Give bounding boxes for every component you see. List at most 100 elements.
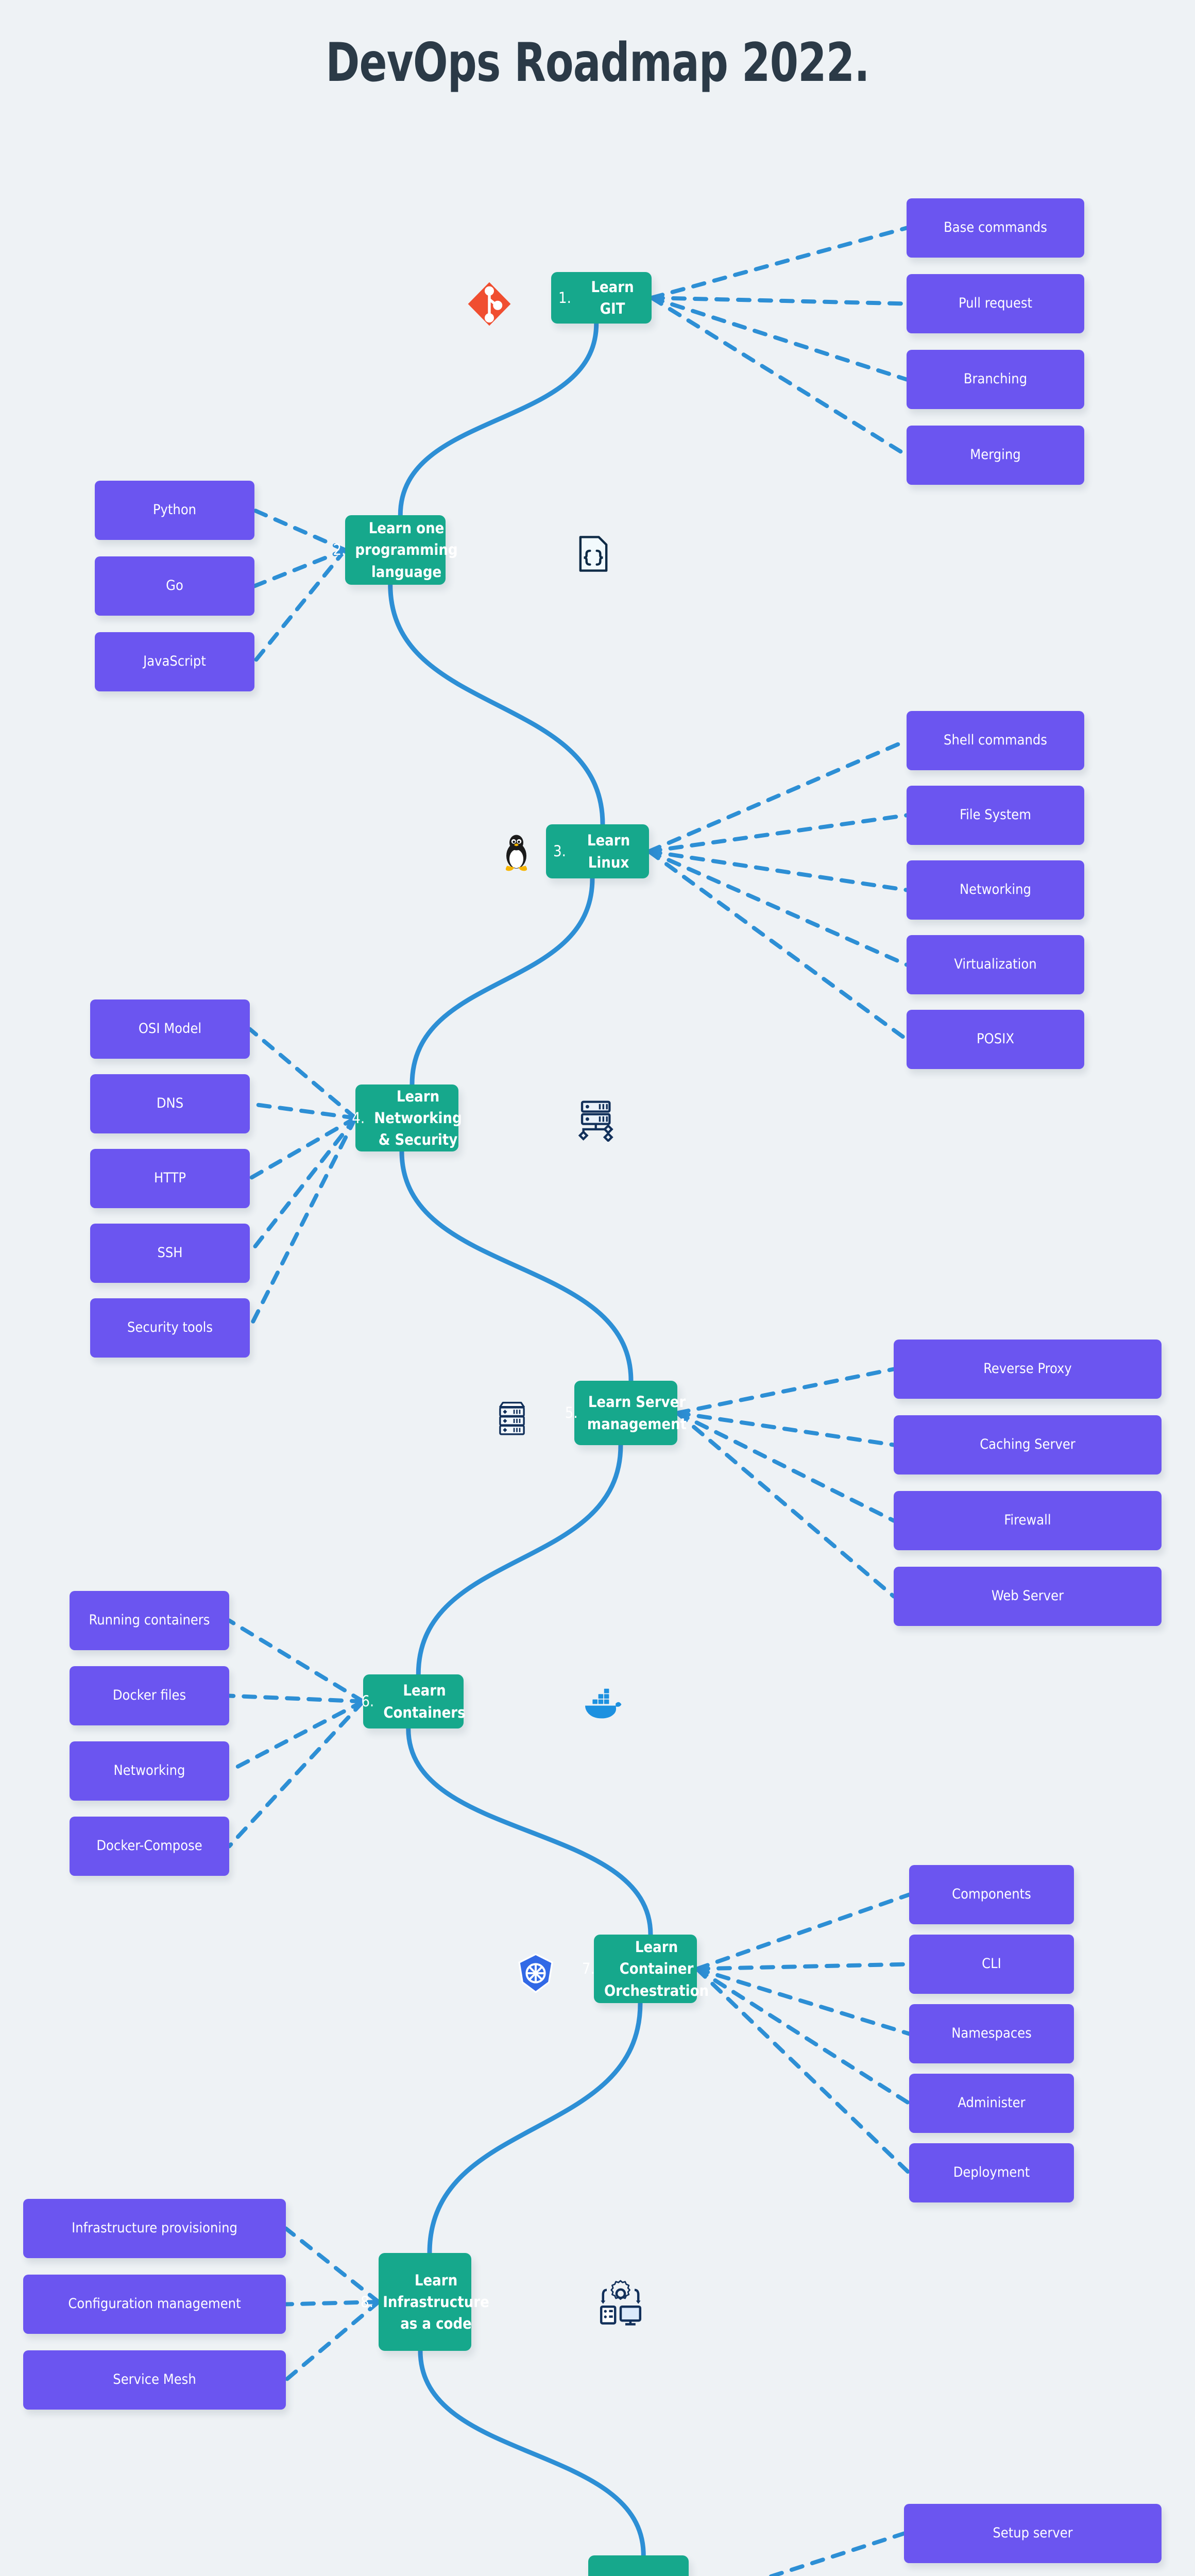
leaf-node[interactable]: Virtualization	[907, 935, 1084, 994]
step-node-3[interactable]: 3. Learn Linux	[546, 824, 649, 878]
leaf-node[interactable]: JavaScript	[95, 632, 254, 691]
step-label: Learn one programming language	[355, 519, 458, 581]
step-node-8[interactable]: 8. Learn Infrastructure as a code	[361, 2253, 489, 2351]
step-number: 8.	[361, 2293, 374, 2311]
leaf-node[interactable]: Docker files	[70, 1666, 229, 1725]
leaf-label: Security tools	[127, 1319, 213, 1336]
leaf-node[interactable]: SSH	[90, 1224, 250, 1283]
leaf-node[interactable]: HTTP	[90, 1149, 250, 1208]
leaf-node[interactable]: Running containers	[70, 1591, 229, 1650]
leaf-node[interactable]: Python	[95, 481, 254, 540]
linux-penguin-icon	[497, 827, 536, 881]
server-rack-icon	[494, 1396, 530, 1443]
leaf-label: Configuration management	[68, 2296, 241, 2312]
leaf-connector	[695, 1967, 911, 2036]
leaf-connector	[647, 849, 909, 1042]
leaf-connector	[650, 296, 909, 306]
leaf-label: Merging	[970, 447, 1021, 463]
leaf-node[interactable]: Security tools	[90, 1298, 250, 1358]
leaf-label: Python	[152, 502, 197, 518]
leaf-connector	[252, 548, 347, 664]
leaf-node[interactable]: Reverse Proxy	[894, 1340, 1162, 1399]
step-node-1[interactable]: 1. Learn GIT	[551, 272, 652, 324]
step-number: 7.	[582, 1960, 595, 1978]
leaf-label: Running containers	[89, 1612, 210, 1629]
step-spine-connector	[388, 582, 605, 827]
leaf-connector	[647, 849, 909, 892]
leaf-label: Docker files	[112, 1687, 186, 1704]
leaf-node[interactable]: DNS	[90, 1074, 250, 1133]
leaf-node[interactable]: POSIX	[907, 1010, 1084, 1069]
step-node-7[interactable]: 7. Learn Container Orchestration	[582, 1935, 709, 2003]
leaf-connector	[227, 1699, 365, 1773]
leaf-node[interactable]: Infrastructure provisioning	[23, 2199, 286, 2258]
code-braces-file-icon	[574, 533, 612, 577]
step-label: Learn Networking & Security	[374, 1087, 462, 1149]
step-label: Learn Container Orchestration	[604, 1938, 709, 1999]
leaf-connector	[765, 2531, 906, 2576]
leaf-connector	[675, 1411, 896, 1523]
leaf-node[interactable]: Configuration management	[23, 2275, 286, 2334]
leaf-node[interactable]: Docker-Compose	[70, 1817, 229, 1876]
leaf-connector	[650, 296, 909, 382]
step-node-6[interactable]: 6. Learn Containers	[361, 1674, 466, 1728]
leaf-label: SSH	[157, 1245, 183, 1261]
leaf-label: Setup server	[993, 2525, 1073, 2541]
leaf-node[interactable]: Service Mesh	[23, 2350, 286, 2410]
step-node-9[interactable]: 9. Learn CI/CD	[588, 2555, 689, 2576]
network-server-icon	[576, 1097, 620, 1144]
leaf-label: Base commands	[944, 219, 1047, 236]
leaf-node[interactable]: Web Server	[894, 1567, 1162, 1626]
leaf-node[interactable]: Deployment	[909, 2143, 1074, 2202]
leaf-node[interactable]: Pull request	[907, 274, 1084, 333]
leaf-node[interactable]: File System	[907, 786, 1084, 845]
leaf-node[interactable]: CLI	[909, 1935, 1074, 1994]
leaf-label: File System	[960, 807, 1031, 823]
leaf-label: POSIX	[977, 1031, 1014, 1047]
leaf-node[interactable]: OSI Model	[90, 999, 250, 1059]
leaf-connector	[248, 1101, 357, 1120]
leaf-connector	[227, 1699, 365, 1849]
leaf-node[interactable]: Merging	[907, 426, 1084, 485]
leaf-node[interactable]: Branching	[907, 350, 1084, 409]
step-node-2[interactable]: 2. Learn one programming language	[333, 515, 458, 585]
step-label: Learn Infrastructure as a code	[383, 2271, 489, 2333]
leaf-label: Service Mesh	[113, 2371, 196, 2388]
leaf-node[interactable]: Namespaces	[909, 2004, 1074, 2063]
leaf-node[interactable]: Shell commands	[907, 711, 1084, 770]
leaf-node[interactable]: Go	[95, 556, 254, 616]
step-label: Learn GIT	[591, 278, 634, 317]
step-label: Learn Server management	[587, 1393, 687, 1433]
leaf-connector	[252, 548, 347, 588]
leaf-label: Shell commands	[944, 732, 1047, 749]
leaf-node[interactable]: Caching Server	[894, 1415, 1162, 1475]
leaf-label: Branching	[963, 371, 1028, 387]
leaf-node[interactable]: Setup server	[904, 2504, 1162, 2563]
leaf-connector	[675, 1411, 896, 1447]
leaf-label: HTTP	[153, 1170, 186, 1187]
git-logo-icon	[466, 281, 513, 330]
leaf-label: Docker-Compose	[96, 1838, 202, 1854]
step-spine-connector	[416, 1443, 623, 1677]
step-number: 5.	[565, 1404, 578, 1422]
leaf-label: Infrastructure provisioning	[72, 2220, 237, 2236]
step-node-5[interactable]: 5. Learn Server management	[565, 1381, 687, 1445]
leaf-connector	[695, 1967, 911, 2106]
leaf-node[interactable]: Networking	[70, 1741, 229, 1801]
iac-gear-server-icon	[598, 2277, 644, 2331]
leaf-node[interactable]: Firewall	[894, 1491, 1162, 1550]
step-spine-connector	[406, 1726, 653, 1937]
leaf-node[interactable]: Networking	[907, 860, 1084, 920]
leaf-label: Components	[952, 1886, 1031, 1903]
leaf-node[interactable]: Base commands	[907, 198, 1084, 258]
leaf-node[interactable]: Administer	[909, 2074, 1074, 2133]
leaf-connector	[248, 1027, 357, 1120]
leaf-connector	[248, 1116, 357, 1181]
step-number: 2.	[333, 541, 346, 559]
leaf-label: Go	[166, 578, 183, 594]
leaf-label: CLI	[982, 1956, 1001, 1972]
leaf-label: Firewall	[1004, 1512, 1051, 1529]
step-number: 6.	[361, 1692, 374, 1710]
step-node-4[interactable]: 4. Learn Networking & Security	[352, 1084, 462, 1151]
leaf-node[interactable]: Components	[909, 1865, 1074, 1924]
